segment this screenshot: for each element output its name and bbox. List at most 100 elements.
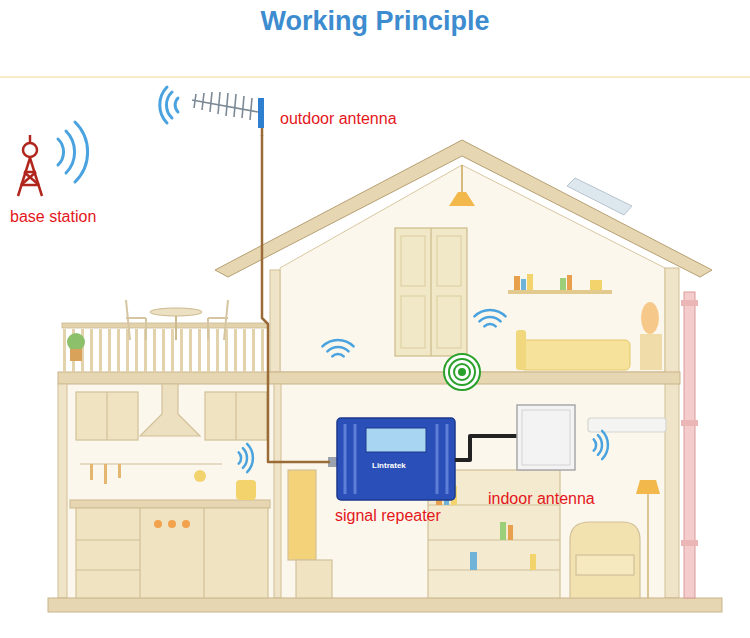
title-bar: Working Principle: [0, 6, 750, 37]
kitchen-furniture: [139, 508, 140, 598]
signal-repeater-device: [328, 418, 460, 500]
living-room-furniture: [576, 555, 634, 575]
base-station-icon: [18, 135, 42, 196]
upper-room-furniture: [641, 302, 659, 334]
kitchen-furniture: [154, 520, 162, 528]
signal-waves: [66, 131, 75, 173]
kitchen-furniture: [106, 392, 107, 440]
signal-repeater-device: [455, 458, 460, 462]
yagi-antenna: [218, 92, 220, 114]
kitchen-furniture: [118, 464, 121, 478]
upper-room-furniture: [590, 280, 602, 290]
kitchen-furniture: [205, 392, 267, 440]
base-station-icon: [29, 135, 32, 143]
kitchen-furniture: [182, 520, 190, 528]
yagi-antenna: [192, 92, 264, 136]
balcony: [175, 316, 177, 340]
living-room-furniture: [428, 569, 560, 570]
upper-room-furniture: [527, 274, 533, 290]
upper-room-furniture: [514, 276, 520, 290]
base-station-node: base station: [5, 130, 115, 228]
signal-waves: [166, 92, 172, 118]
kitchen-furniture: [76, 569, 140, 570]
upper-room-furniture: [560, 278, 566, 290]
feeder-cable: [262, 135, 330, 462]
upper-room-furniture: [516, 330, 526, 370]
indoor-panel-antenna: [485, 405, 575, 470]
yagi-antenna: [261, 128, 264, 136]
signal-repeater-device: [436, 424, 439, 494]
living-room-furniture: [296, 560, 332, 598]
kitchen-furniture: [168, 520, 176, 528]
brand-label-text: Lintratek: [372, 461, 406, 470]
upper-room-furniture: [430, 228, 431, 356]
ceiling-antenna-signal: [454, 364, 470, 380]
signal-repeater-device: [446, 424, 449, 494]
room-signal-waves: [239, 452, 241, 463]
room-signal-waves: [327, 347, 348, 351]
house-structure: [270, 270, 280, 372]
header-rule: [0, 77, 750, 78]
kitchen-furniture: [76, 539, 140, 540]
house-structure: [58, 372, 680, 384]
upper-room-furniture: [567, 275, 572, 290]
room-signal-waves: [474, 310, 505, 316]
outdoor-antenna-node: outdoor antenna: [185, 88, 420, 135]
kitchen-furniture: [80, 463, 222, 464]
room-signal-waves: [247, 444, 253, 472]
house-structure: [681, 540, 698, 546]
kitchen-furniture: [236, 480, 256, 500]
upper-room-furniture: [461, 165, 463, 192]
balcony: [208, 300, 228, 340]
signal-repeater-device: [366, 428, 426, 452]
living-room-furniture: [500, 522, 506, 540]
signal-waves: [175, 98, 178, 112]
signal-repeater-device: [354, 424, 357, 494]
upper-room-furniture: [437, 296, 461, 348]
yagi-antenna: [194, 94, 196, 108]
balcony: [70, 349, 82, 361]
kitchen-furniture: [70, 500, 270, 508]
kitchen-furniture: [140, 384, 200, 436]
living-room-furniture: [428, 539, 560, 540]
node-label: indoor antenna: [488, 490, 595, 508]
node-label: signal repeater: [335, 507, 441, 525]
room-signal-waves: [594, 439, 596, 450]
upper-room-furniture: [401, 296, 425, 348]
living-room-furniture: [508, 525, 513, 540]
yagi-antenna: [250, 98, 252, 120]
house-structure: [58, 384, 67, 598]
indoor-antenna-node: indoor antenna: [485, 400, 615, 512]
room-signal-waves: [243, 448, 247, 468]
balcony: [62, 300, 268, 372]
living-room-furniture: [636, 480, 660, 494]
yagi-antenna: [202, 93, 204, 110]
room-signal-waves: [598, 435, 602, 455]
room-signal-waves: [479, 317, 500, 321]
upper-room-furniture: [395, 165, 662, 370]
living-room-furniture: [647, 480, 648, 598]
upper-room-furniture: [437, 236, 461, 286]
node-label: base station: [10, 208, 96, 226]
indoor-panel-antenna: [485, 434, 517, 438]
living-room-furniture: [470, 552, 477, 570]
living-room-furniture: [288, 418, 666, 598]
upper-room-furniture: [508, 290, 612, 294]
house-structure: [567, 178, 632, 215]
ceiling-antenna-signal: [459, 369, 465, 375]
kitchen-furniture: [203, 508, 204, 598]
kitchen-furniture: [70, 384, 270, 598]
base-station-icon: [24, 172, 39, 185]
indoor-panel-antenna: [517, 405, 575, 470]
kitchen-furniture: [76, 508, 268, 598]
yagi-antenna: [258, 98, 264, 128]
signal-repeater-node: signal repeater: [330, 415, 460, 530]
house-structure: [681, 300, 698, 306]
signal-repeater-device: [344, 424, 347, 494]
indoor-panel-antenna: [522, 410, 570, 465]
living-room-furniture: [588, 418, 666, 432]
house-structure: [48, 140, 722, 612]
balcony: [150, 308, 202, 316]
